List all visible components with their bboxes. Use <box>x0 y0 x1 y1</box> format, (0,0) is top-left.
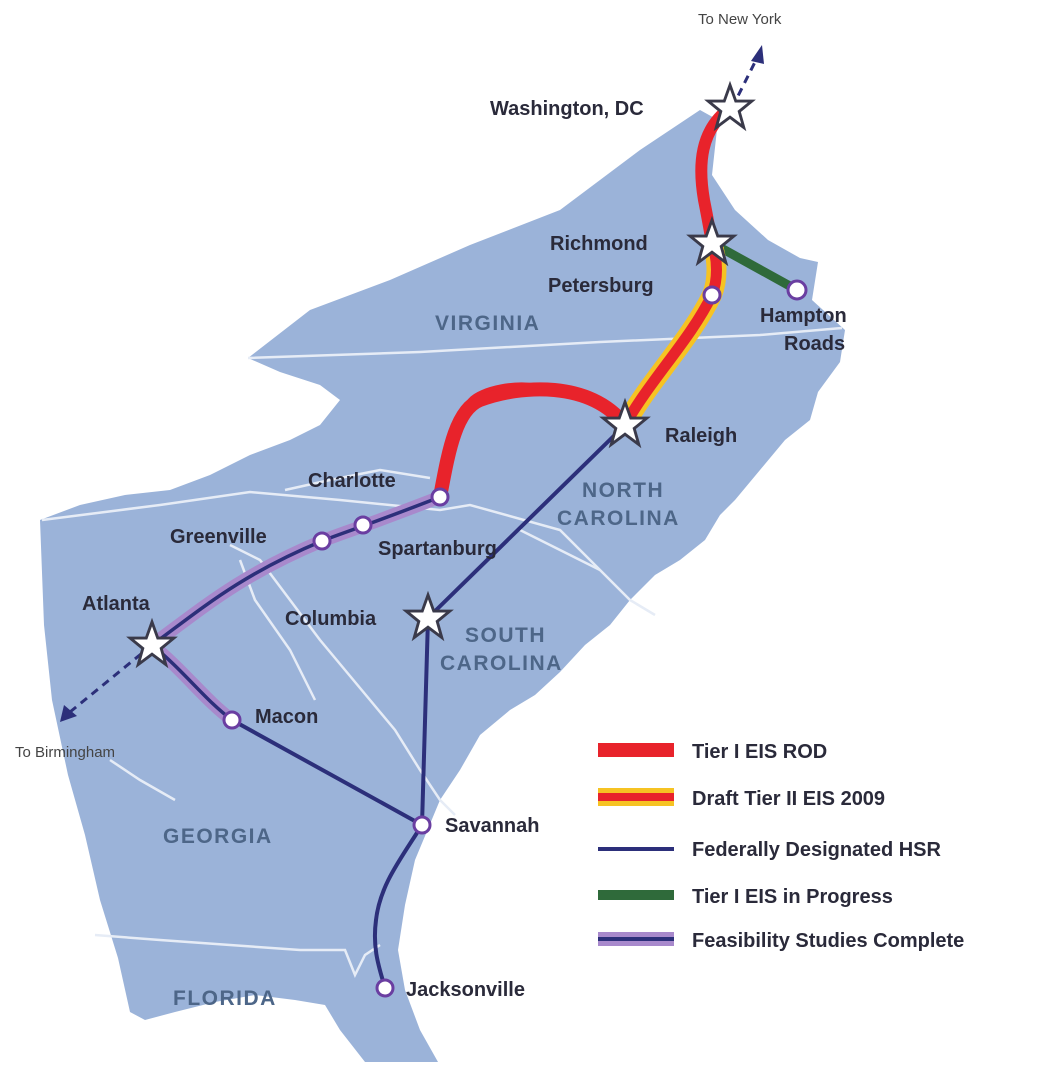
legend-swatch-tier1-rod <box>598 743 674 757</box>
city-label-greenville: Greenville <box>170 526 267 548</box>
city-label-columbia: Columbia <box>285 608 377 630</box>
legend-label-feasibility: Feasibility Studies Complete <box>692 930 964 952</box>
station-charlotte <box>430 487 450 507</box>
state-label-south: SOUTH <box>465 624 546 647</box>
state-label-carolina-sc: CAROLINA <box>440 652 563 675</box>
land-mass <box>40 110 845 1062</box>
station-greenville <box>312 531 332 551</box>
city-label-savannah: Savannah <box>445 815 539 837</box>
star-icon-richmond <box>686 215 738 267</box>
station-hampton-roads <box>786 279 808 301</box>
city-label-richmond: Richmond <box>550 233 648 255</box>
city-label-raleigh: Raleigh <box>665 425 737 447</box>
minor-stations <box>222 279 808 998</box>
city-label-charlotte: Charlotte <box>308 470 396 492</box>
city-label-hampton: Hampton <box>760 305 847 327</box>
legend-label-tier1-rod: Tier I EIS ROD <box>692 741 827 763</box>
city-label-spartanburg: Spartanburg <box>378 538 497 560</box>
route-tier1-progress <box>707 238 802 295</box>
legend-swatch-federal-hsr <box>598 847 674 851</box>
star-icon-columbia <box>402 590 454 642</box>
station-spartanburg <box>353 515 373 535</box>
city-label-macon: Macon <box>255 706 318 728</box>
to-birmingham-label: To Birmingham <box>15 744 115 761</box>
state-label-carolina-nc: CAROLINA <box>557 507 680 530</box>
city-label-petersburg: Petersburg <box>548 275 654 297</box>
legend-label-federal-hsr: Federally Designated HSR <box>692 839 942 861</box>
state-label-virginia: VIRGINIA <box>435 312 540 335</box>
city-label-atlanta: Atlanta <box>82 593 151 615</box>
city-label-jacksonville: Jacksonville <box>406 979 525 1001</box>
to-new-york-label: To New York <box>698 11 782 28</box>
state-label-florida: FLORIDA <box>173 987 277 1010</box>
legend: Tier I EIS ROD Draft Tier II EIS 2009 Fe… <box>598 741 964 952</box>
route-federal-hsr <box>230 423 627 990</box>
station-jacksonville <box>375 978 395 998</box>
city-label-washington: Washington, DC <box>490 98 644 120</box>
legend-swatch-tier1-progress <box>598 890 674 900</box>
station-petersburg <box>702 285 722 305</box>
outbound-arrows <box>60 45 764 722</box>
station-macon <box>222 710 242 730</box>
state-label-north: NORTH <box>582 479 664 502</box>
legend-label-tier1-progress: Tier I EIS in Progress <box>692 886 893 908</box>
route-draft-tier2 <box>615 233 727 435</box>
major-stations <box>126 80 756 669</box>
star-icon-raleigh <box>599 397 651 449</box>
station-savannah <box>412 815 432 835</box>
state-label-georgia: GEORGIA <box>163 825 273 848</box>
star-icon-washington <box>704 80 756 132</box>
city-label-roads: Roads <box>784 333 845 355</box>
legend-label-draft-tier2: Draft Tier II EIS 2009 <box>692 788 885 810</box>
star-icon-atlanta <box>126 617 178 669</box>
